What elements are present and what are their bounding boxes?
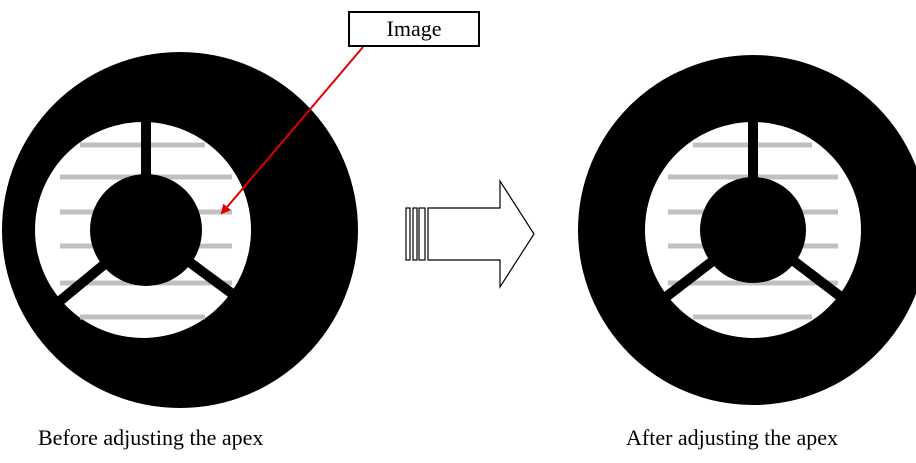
image-callout-label: Image [348, 11, 480, 47]
before-view [2, 52, 358, 408]
transition-arrow [405, 178, 535, 290]
after-view [578, 55, 916, 405]
arrow-body [427, 178, 535, 290]
image-callout-text: Image [386, 16, 442, 41]
after-secondary-mirror [700, 177, 806, 283]
before-secondary-mirror [90, 174, 202, 286]
arrow-tail-bar [412, 207, 418, 261]
arrow-tail-bar [418, 207, 426, 261]
callout-arrow [220, 46, 364, 215]
caption-after: After adjusting the apex [626, 425, 838, 450]
arrow-tail-bar [405, 207, 411, 261]
caption-before: Before adjusting the apex [38, 425, 264, 450]
